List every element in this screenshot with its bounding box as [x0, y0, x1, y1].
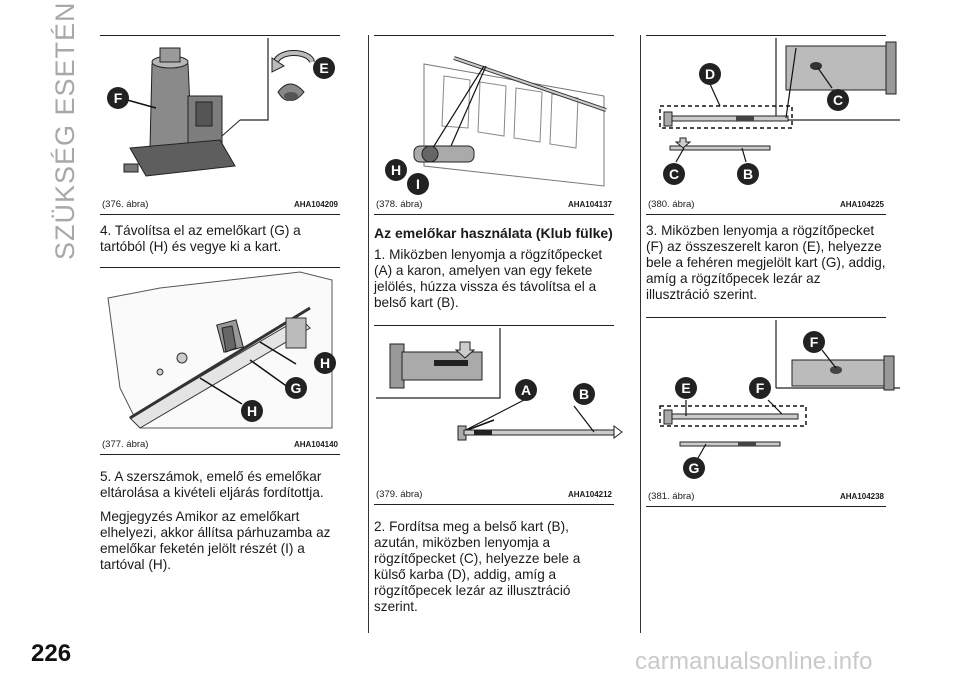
figure-caption: (380. ábra) AHA104225: [648, 199, 884, 210]
label-e: E: [319, 60, 328, 76]
label-c: C: [833, 92, 843, 108]
label-f: F: [810, 334, 819, 350]
label-a: A: [521, 382, 531, 398]
column-2: H I (378. ábra) AHA104137 Az emelőkar ha…: [374, 35, 632, 615]
label-g: G: [291, 380, 302, 396]
note-text: Megjegyzés Amikor az emelőkart elhelyezi…: [100, 509, 331, 572]
figure-378: H I (378. ábra) AHA104137: [374, 35, 632, 215]
label-b: B: [579, 386, 589, 402]
figure-caption: (379. ábra) AHA104212: [376, 489, 612, 500]
column-divider: [368, 35, 369, 633]
lever-assembly-illustration: C D C B: [646, 36, 900, 196]
label-c: C: [669, 166, 679, 182]
figure-caption: (377. ábra) AHA104140: [102, 439, 338, 450]
label-i: I: [416, 176, 420, 192]
column-3: C D C B (380. ábra) AHA104225 3. Miközbe…: [646, 35, 900, 507]
figure-caption: (378. ábra) AHA104137: [376, 199, 612, 210]
label-f: F: [756, 380, 765, 396]
step-2-text: 2. Fordítsa meg a belső kart (B), azután…: [374, 519, 581, 614]
page-number: 226: [31, 640, 72, 667]
jack-illustration: F E: [100, 36, 340, 196]
watermark: carmanualsonline.info: [635, 648, 873, 675]
lever-illustration: H I: [374, 36, 632, 196]
column-divider: [640, 35, 641, 633]
label-e: E: [681, 380, 690, 396]
figure-376: F E (376. ábra) AHA104209: [100, 35, 340, 215]
figure-379: A B (379. ábra) AHA104212: [374, 325, 632, 505]
lever-final-illustration: F E F G: [646, 318, 900, 488]
step-5-text: 5. A szerszámok, emelő és emelőkar eltár…: [100, 469, 324, 500]
section-heading: Az emelőkar használata (Klub fülke): [374, 225, 613, 241]
label-h: H: [320, 355, 330, 371]
label-g: G: [689, 460, 700, 476]
section-title: SZÜKSÉG ESETÉN: [50, 1, 80, 260]
figure-380: C D C B (380. ábra) AHA104225: [646, 35, 900, 215]
label-h: H: [247, 403, 257, 419]
figure-caption: (376. ábra) AHA104209: [102, 199, 338, 210]
label-d: D: [705, 66, 715, 82]
step-4-text: 4. Távolítsa el az emelőkart (G) a tartó…: [100, 223, 301, 254]
figure-377: H G H (377. ábra) AHA104140: [100, 267, 340, 455]
figure-381: F E F G (381. ábra) AHA104238: [646, 317, 900, 507]
label-f: F: [114, 90, 123, 106]
step-3-text: 3. Miközben lenyomja a rögzítőpecket (F)…: [646, 223, 886, 302]
label-h: H: [391, 162, 401, 178]
label-b: B: [743, 166, 753, 182]
lever-parts-illustration: A B: [374, 326, 632, 486]
column-1: F E (376. ábra) AHA104209 4. Távolítsa e…: [100, 35, 340, 573]
storage-illustration: H G H: [100, 268, 340, 436]
figure-caption: (381. ábra) AHA104238: [648, 491, 884, 502]
step-1-text: 1. Miközben lenyomja a rögzítőpecket (A)…: [374, 247, 603, 310]
